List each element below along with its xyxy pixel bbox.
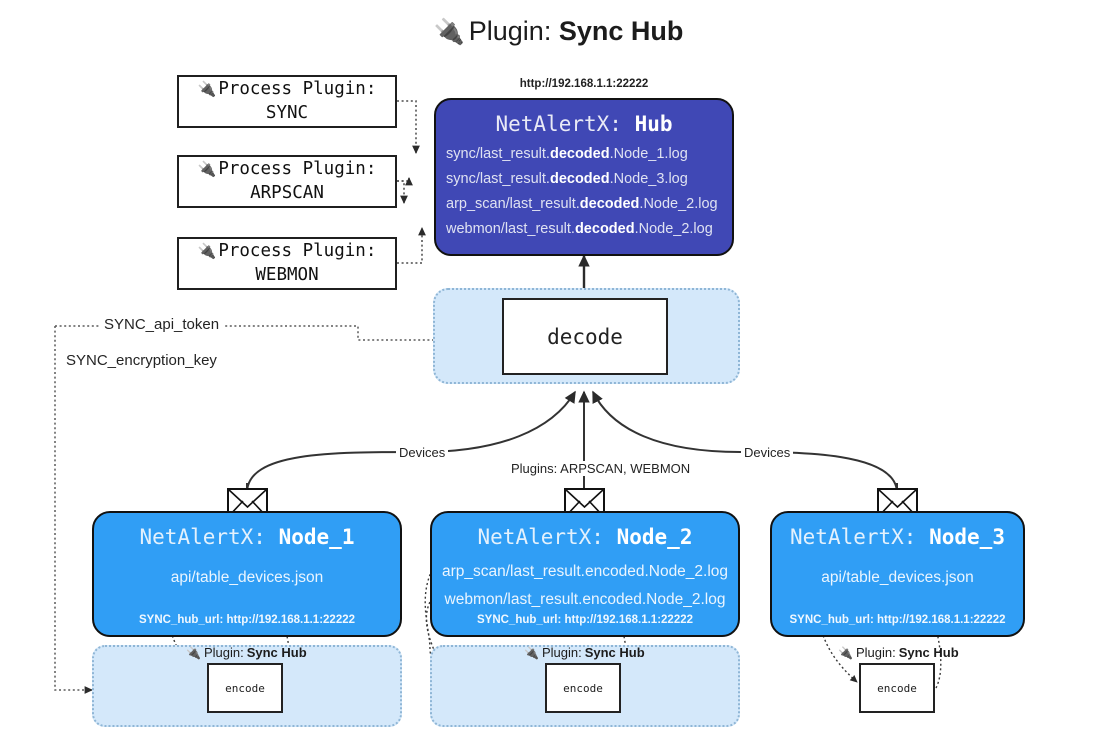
- edge-arpscan-to-log2: [397, 177, 413, 186]
- hub-log-2-post: .Node_3.log: [609, 171, 688, 187]
- setting-encryption-key-label: SYNC_encryption_key: [62, 352, 221, 369]
- hub-log-2-pre: sync/last_result.: [446, 171, 550, 187]
- process-plugin-arpscan-line2: ARPSCAN: [250, 182, 324, 203]
- node-2-encode-box[interactable]: encode: [545, 663, 621, 713]
- node-2-plugin-prefix: Plugin:: [541, 645, 582, 660]
- node-1[interactable]: NetAlertX: Node_1 api/table_devices.json…: [92, 511, 402, 637]
- node-1-plugin-prefix: Plugin:: [203, 645, 244, 660]
- edge-arpscan-to-log3: [397, 180, 408, 204]
- plug-icon: 🔌: [433, 18, 465, 46]
- node-2-title-prefix: NetAlertX:: [477, 525, 604, 549]
- process-plugin-webmon-line1: Process Plugin:: [218, 241, 377, 262]
- hub-log-2-em: decoded: [549, 171, 610, 187]
- node-3-title-prefix: NetAlertX:: [790, 525, 917, 549]
- setting-api-token-label: SYNC_api_token: [100, 316, 224, 333]
- node-1-title-prefix: NetAlertX:: [139, 525, 266, 549]
- node-2-plugin-caption: 🔌Plugin: Sync Hub: [524, 645, 645, 660]
- edge-encryption-key-to-encode-band: [54, 326, 93, 694]
- edge-webmon-to-log4: [397, 227, 426, 264]
- process-plugin-sync-line1: Process Plugin:: [218, 79, 377, 100]
- hub-log-line-2: sync/last_result.decoded.Node_3.log: [446, 171, 688, 187]
- plug-icon: 🔌: [197, 160, 217, 179]
- process-plugin-webmon[interactable]: 🔌Process Plugin: WEBMON: [177, 237, 397, 290]
- edge-node1-to-decode: [246, 390, 576, 494]
- hub-log-3-em: decoded: [579, 196, 640, 212]
- plug-icon: 🔌: [197, 80, 217, 99]
- node-1-encode-box[interactable]: encode: [207, 663, 283, 713]
- hub-node[interactable]: NetAlertX: Hub sync/last_result.decoded.…: [434, 98, 734, 256]
- node-2-hub-url: SYNC_hub_url: http://192.168.1.1:22222: [476, 614, 694, 626]
- plug-icon: 🔌: [524, 645, 539, 660]
- hub-log-3-pre: arp_scan/last_result.: [446, 196, 580, 212]
- edge-label-devices-left: Devices: [396, 445, 449, 460]
- plug-icon: 🔌: [186, 645, 201, 660]
- process-plugin-arpscan-line1: Process Plugin:: [218, 159, 377, 180]
- process-plugin-arpscan[interactable]: 🔌Process Plugin: ARPSCAN: [177, 155, 397, 208]
- node-1-title: NetAlertX: Node_1: [94, 525, 400, 549]
- node-3-encode-box[interactable]: encode: [859, 663, 935, 713]
- node-3-title-name: Node_3: [929, 525, 1005, 549]
- node-2-line-2: webmon/last_result.encoded.Node_2.log: [444, 591, 726, 608]
- node-3-hub-url: SYNC_hub_url: http://192.168.1.1:22222: [789, 614, 1006, 626]
- hub-title: NetAlertX: Hub: [436, 112, 732, 136]
- hub-title-prefix: NetAlertX:: [495, 112, 622, 136]
- hub-log-line-1: sync/last_result.decoded.Node_1.log: [446, 146, 688, 162]
- node-3-title: NetAlertX: Node_3: [772, 525, 1023, 549]
- node-2[interactable]: NetAlertX: Node_2 arp_scan/last_result.e…: [430, 511, 740, 637]
- node-2-title-name: Node_2: [616, 525, 693, 549]
- page-title-prefix: Plugin:: [468, 16, 552, 46]
- node-3-plugin-prefix: Plugin:: [855, 645, 896, 660]
- edge-label-plugins-center: Plugins: ARPSCAN, WEBMON: [508, 461, 694, 476]
- process-plugin-sync-line2: SYNC: [265, 102, 309, 123]
- hub-log-line-3: arp_scan/last_result.decoded.Node_2.log: [446, 196, 718, 212]
- hub-log-4-em: decoded: [574, 221, 635, 237]
- node-2-plugin-name: Sync Hub: [584, 645, 645, 660]
- node-1-hub-url: SYNC_hub_url: http://192.168.1.1:22222: [138, 614, 356, 626]
- plug-icon: 🔌: [197, 242, 217, 261]
- node-2-line-1: arp_scan/last_result.encoded.Node_2.log: [441, 563, 729, 580]
- process-plugin-webmon-line2: WEBMON: [255, 264, 319, 285]
- process-plugin-sync[interactable]: 🔌Process Plugin: SYNC: [177, 75, 397, 128]
- hub-log-3-post: .Node_2.log: [639, 196, 718, 212]
- hub-log-line-4: webmon/last_result.decoded.Node_2.log: [446, 221, 713, 237]
- hub-log-4-pre: webmon/last_result.: [446, 221, 575, 237]
- node-1-plugin-caption: 🔌Plugin: Sync Hub: [186, 645, 307, 660]
- hub-url-label: http://192.168.1.1:22222: [519, 78, 649, 90]
- hub-log-1-post: .Node_1.log: [609, 146, 688, 162]
- node-3-plugin-caption: 🔌Plugin: Sync Hub: [838, 645, 959, 660]
- node-1-plugin-name: Sync Hub: [246, 645, 307, 660]
- edge-label-devices-right: Devices: [741, 445, 794, 460]
- node-1-line-1: api/table_devices.json: [170, 569, 324, 586]
- page-title: 🔌Plugin: Sync Hub: [0, 16, 1117, 47]
- node-3[interactable]: NetAlertX: Node_3 api/table_devices.json…: [770, 511, 1025, 637]
- hub-log-4-post: .Node_2.log: [634, 221, 713, 237]
- page-title-name: Sync Hub: [558, 16, 684, 46]
- decode-box[interactable]: decode: [502, 298, 668, 375]
- edge-sync-to-log1: [397, 100, 420, 154]
- plug-icon: 🔌: [838, 645, 853, 660]
- hub-log-1-pre: sync/last_result.: [446, 146, 550, 162]
- node-2-title: NetAlertX: Node_2: [432, 525, 738, 549]
- node-1-title-name: Node_1: [278, 525, 355, 549]
- hub-title-name: Hub: [634, 112, 673, 136]
- hub-log-1-em: decoded: [549, 146, 610, 162]
- node-3-line-1: api/table_devices.json: [821, 569, 974, 586]
- node-3-plugin-name: Sync Hub: [898, 645, 959, 660]
- edge-node3-to-decode: [592, 390, 898, 494]
